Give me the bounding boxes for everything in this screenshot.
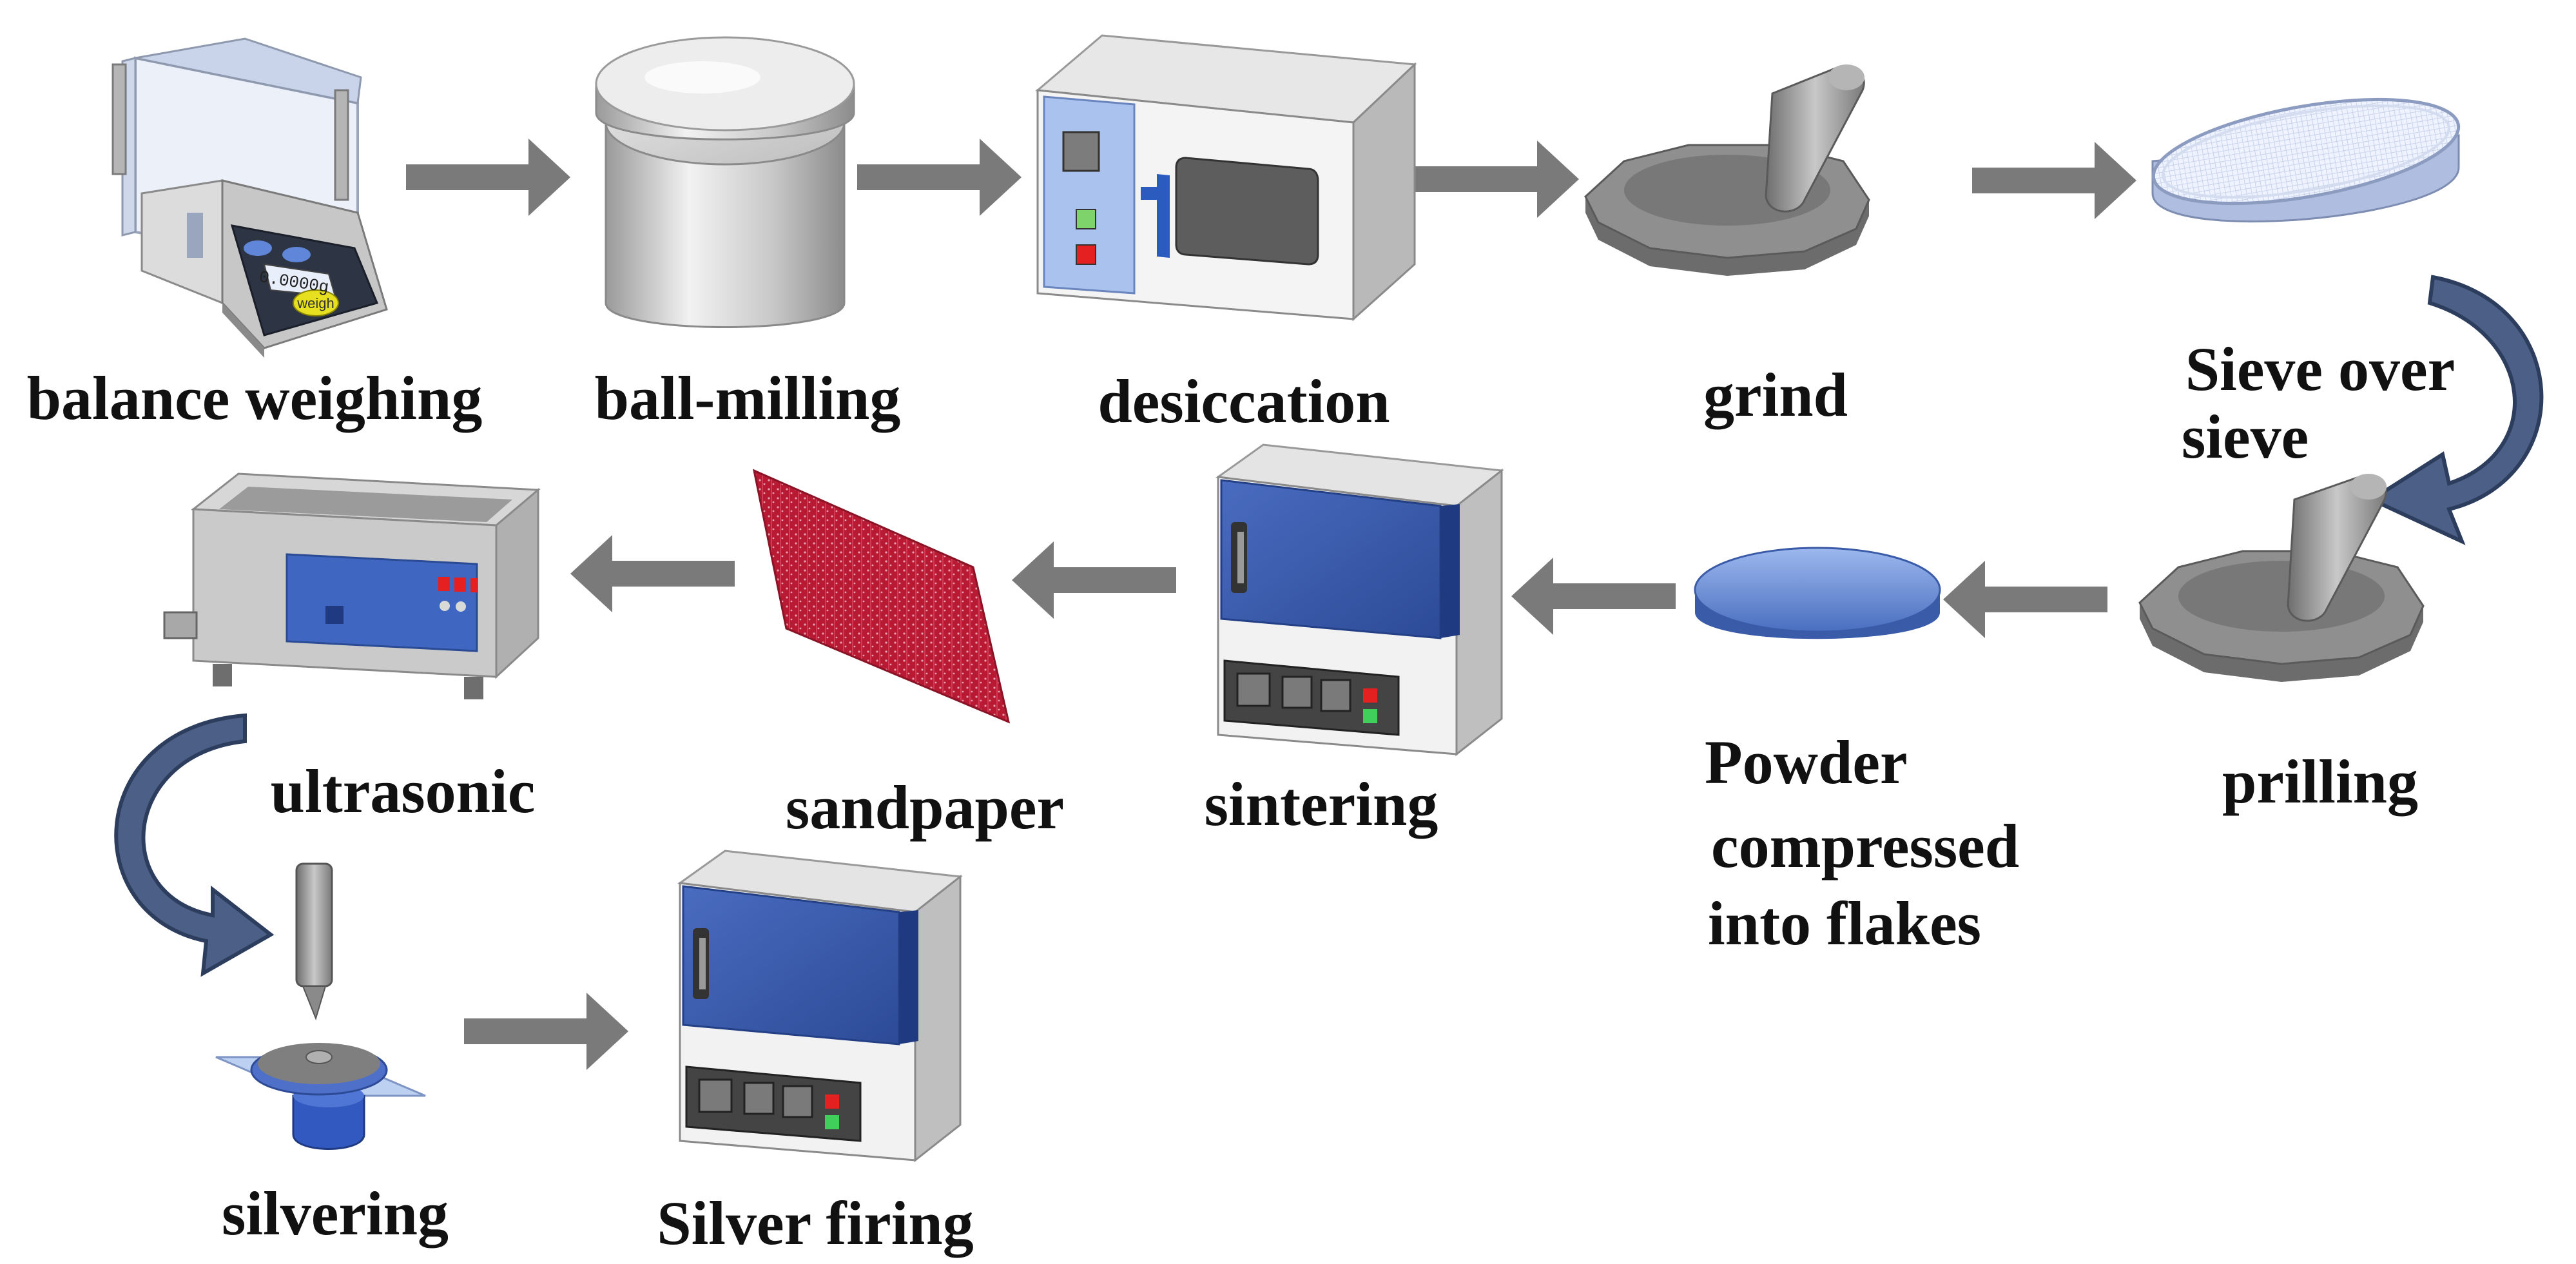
- mortar-pestle-icon: [2138, 474, 2425, 682]
- flow-arrow-7: [1012, 541, 1176, 619]
- step-label-silvering: silvering: [222, 1179, 449, 1248]
- flow-arrow-6: [1511, 558, 1676, 635]
- drying-oven-icon: [1035, 34, 1417, 322]
- step-label-ultrasonic: ultrasonic: [271, 757, 536, 826]
- step-label-powder-line1: Powder: [1705, 728, 1908, 797]
- step-label-sandpaper: sandpaper: [786, 773, 1064, 842]
- step-label-ball-milling: ball-milling: [595, 364, 901, 433]
- pressed-pellet-icon: [1694, 547, 1941, 639]
- flow-arrow-2: [857, 139, 1022, 216]
- step-label-balance-weighing: balance weighing: [27, 364, 483, 433]
- step-label-sintering: sintering: [1205, 770, 1438, 839]
- step-label-prilling: prilling: [2222, 747, 2418, 816]
- step-label-silver-firing: Silver firing: [657, 1189, 974, 1258]
- flow-arrow-1: [406, 139, 570, 216]
- step-label-sieve-line2: sieve: [2182, 402, 2309, 471]
- step-label-grind: grind: [1703, 360, 1848, 429]
- silvering-brush-icon: [215, 862, 426, 1150]
- curved-arrow-left: [114, 713, 275, 977]
- muffle-furnace-icon: [1215, 443, 1504, 757]
- balance-icon: [111, 37, 388, 358]
- ultrasonic-cleaner-icon: [163, 472, 541, 699]
- ball-mill-jar-icon: [595, 36, 855, 328]
- flow-arrow-4: [1972, 142, 2136, 219]
- flow-arrow-9: [464, 993, 628, 1070]
- balance-weigh-button-label: weigh: [296, 295, 334, 311]
- curved-arrow-right: [2367, 275, 2544, 545]
- step-label-powder-line2: compressed: [1711, 812, 2019, 880]
- flow-arrow-3: [1415, 141, 1579, 218]
- step-label-powder-line3: into flakes: [1708, 889, 1981, 958]
- mortar-pestle-icon: [1584, 64, 1870, 276]
- sieve-icon: [2151, 97, 2461, 223]
- flow-arrow-8: [570, 535, 735, 612]
- flow-arrow-5: [1943, 561, 2107, 638]
- step-label-desiccation: desiccation: [1098, 367, 1390, 436]
- muffle-furnace-icon: [677, 850, 963, 1163]
- sandpaper-icon: [752, 469, 1011, 724]
- step-label-sieve-line1: Sieve over: [2185, 335, 2455, 404]
